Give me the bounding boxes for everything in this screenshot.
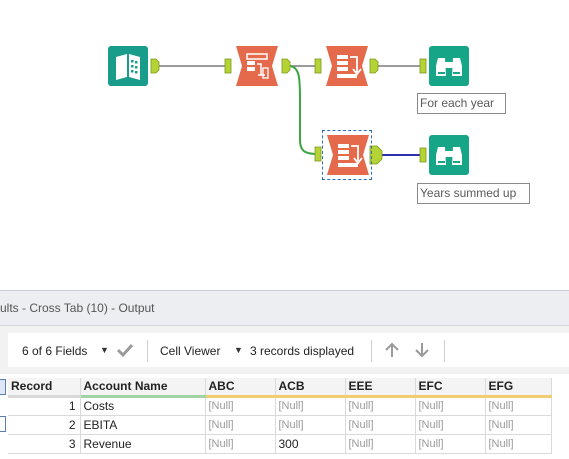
cross-tab-icon <box>327 135 369 175</box>
results-toolbar: 6 of 6 Fields ▼ Cell Viewer ▼ 3 records … <box>8 333 569 367</box>
column-header[interactable]: EFG <box>485 378 552 398</box>
table-row[interactable]: 3 Revenue [Null] 300 [Null] [Null] [Null… <box>8 434 552 454</box>
fields-selector[interactable]: 6 of 6 Fields <box>22 344 88 358</box>
transpose-icon <box>236 46 278 86</box>
grid-side-tab[interactable] <box>0 416 6 432</box>
grid-side-tab[interactable] <box>0 379 6 395</box>
cross-tab-tool[interactable] <box>326 46 368 86</box>
input-anchor[interactable] <box>314 146 322 162</box>
chevron-down-icon[interactable]: ▼ <box>234 345 243 355</box>
arrow-down-icon[interactable] <box>412 340 432 360</box>
table-cell[interactable]: [Null] <box>345 415 416 435</box>
input-anchor[interactable] <box>314 58 322 74</box>
table-header-row: Record Account Name ABC ACB EEE EFC EFG <box>8 378 552 398</box>
results-title-bar: ults - Cross Tab (10) - Output <box>0 290 569 326</box>
connection-line-green <box>288 65 319 155</box>
column-header[interactable]: Record <box>8 378 81 398</box>
column-header[interactable]: EFC <box>415 378 486 398</box>
table-cell[interactable]: [Null] <box>205 396 276 416</box>
output-anchor[interactable] <box>369 58 379 74</box>
transpose-tool[interactable] <box>236 46 278 86</box>
binoculars-icon <box>429 46 469 86</box>
output-anchor[interactable] <box>150 58 160 74</box>
input-anchor[interactable] <box>224 58 232 74</box>
table-cell[interactable]: Costs <box>80 396 206 416</box>
table-row[interactable]: 1 Costs [Null] [Null] [Null] [Null] [Nul… <box>8 396 552 416</box>
column-header[interactable]: ACB <box>275 378 346 398</box>
record-number: 3 <box>8 434 81 454</box>
table-cell[interactable]: [Null] <box>415 415 486 435</box>
table-cell[interactable]: [Null] <box>205 415 276 435</box>
table-cell[interactable]: [Null] <box>205 434 276 454</box>
results-window: ults - Cross Tab (10) - Output 6 of 6 Fi… <box>0 290 569 459</box>
book-icon <box>108 46 148 86</box>
table-cell[interactable]: [Null] <box>485 434 552 454</box>
browse-annotation[interactable]: Years summed up <box>417 183 530 204</box>
table-cell[interactable]: [Null] <box>345 434 416 454</box>
input-anchor[interactable] <box>419 58 427 74</box>
checkmark-icon[interactable] <box>115 340 135 360</box>
record-number: 2 <box>8 415 81 435</box>
output-anchor[interactable] <box>369 145 383 165</box>
results-table: Record Account Name ABC ACB EEE EFC EFG … <box>8 378 552 454</box>
table-cell[interactable]: [Null] <box>345 396 416 416</box>
browse-tool[interactable] <box>429 46 469 86</box>
toolbar-divider <box>444 340 445 362</box>
column-header[interactable]: Account Name <box>80 378 206 398</box>
arrow-up-icon[interactable] <box>382 340 402 360</box>
browse-tool[interactable] <box>429 135 469 175</box>
table-cell[interactable]: [Null] <box>275 396 346 416</box>
results-grid: Record Account Name ABC ACB EEE EFC EFG … <box>0 374 569 459</box>
table-cell[interactable]: [Null] <box>415 434 486 454</box>
record-number: 1 <box>8 396 81 416</box>
browse-annotation[interactable]: For each year <box>417 93 506 114</box>
chevron-down-icon[interactable]: ▼ <box>100 345 109 355</box>
cross-tab-icon <box>326 46 368 86</box>
records-count: 3 records displayed <box>250 344 355 358</box>
workflow-canvas[interactable]: For each year Years summed up <box>0 0 569 290</box>
table-cell[interactable]: Revenue <box>80 434 206 454</box>
table-cell[interactable]: [Null] <box>485 415 552 435</box>
input-anchor[interactable] <box>419 147 427 163</box>
cross-tab-tool-selected[interactable] <box>322 130 372 180</box>
table-cell[interactable]: 300 <box>275 434 346 454</box>
results-title: ults - Cross Tab (10) - Output <box>0 301 155 315</box>
toolbar-divider <box>147 340 148 362</box>
table-row[interactable]: 2 EBITA [Null] [Null] [Null] [Null] [Nul… <box>8 415 552 435</box>
output-anchor[interactable] <box>281 58 291 74</box>
toolbar-divider <box>371 340 372 362</box>
table-cell[interactable]: EBITA <box>80 415 206 435</box>
binoculars-icon <box>429 135 469 175</box>
table-cell[interactable]: [Null] <box>485 396 552 416</box>
table-cell[interactable]: [Null] <box>275 415 346 435</box>
cell-viewer-button[interactable]: Cell Viewer <box>160 344 221 358</box>
table-cell[interactable]: [Null] <box>415 396 486 416</box>
input-data-tool[interactable] <box>108 46 148 86</box>
connection-wires <box>150 58 427 165</box>
column-header[interactable]: ABC <box>205 378 276 398</box>
column-header[interactable]: EEE <box>345 378 416 398</box>
